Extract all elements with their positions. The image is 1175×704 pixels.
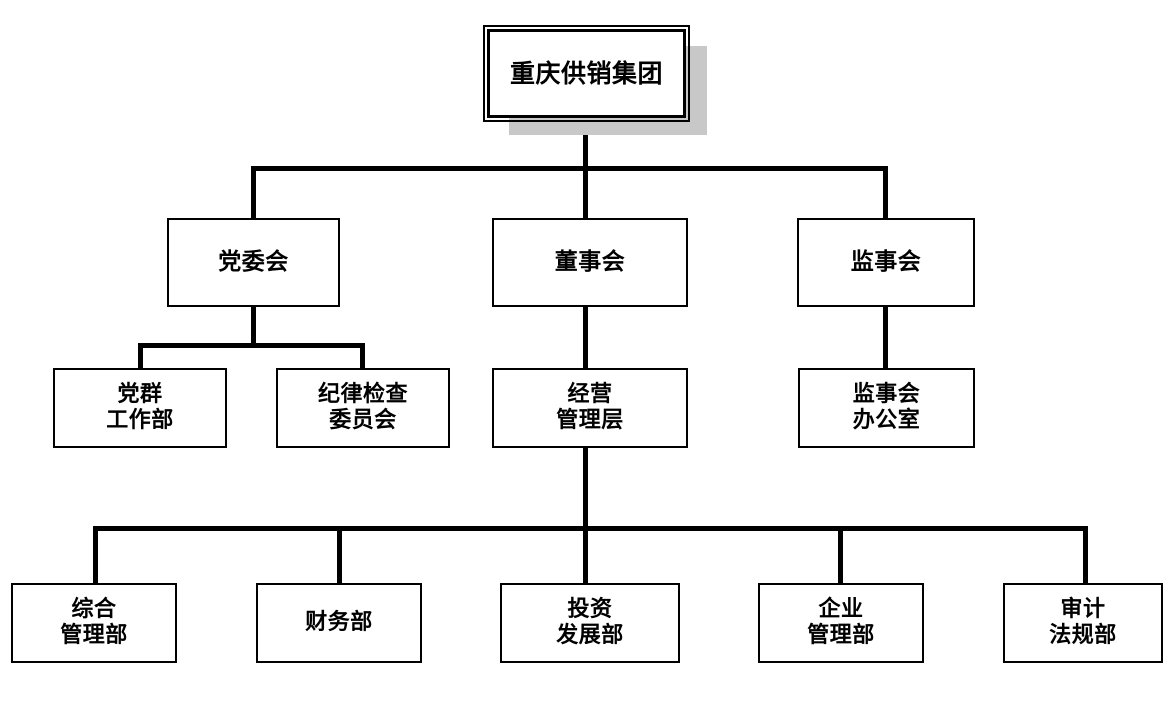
connector-drop-party-committee — [251, 166, 256, 220]
connector-drop-audit-regulations-dept — [1083, 526, 1088, 585]
connector-drop-board-of-directors — [583, 166, 588, 220]
node-discipline-inspection-commission[interactable]: 纪律检查 委员会 — [276, 368, 450, 448]
connector-drop-party-mass-work-dept — [138, 343, 143, 371]
connector-drop-investment-development-dept — [583, 526, 588, 585]
node-investment-development-dept[interactable]: 投资 发展部 — [500, 583, 680, 663]
connector-level2-party-bus — [138, 343, 365, 348]
node-board-of-supervisors[interactable]: 监事会 — [797, 218, 975, 307]
connector-drop-general-management-dept — [93, 526, 98, 585]
connector-drop-enterprise-management-dept — [838, 526, 843, 585]
node-general-management-dept-label: 综合 管理部 — [60, 597, 128, 648]
node-investment-development-dept-label: 投资 发展部 — [556, 597, 624, 648]
node-general-management-dept[interactable]: 综合 管理部 — [11, 583, 177, 663]
connector-level1-bus — [251, 166, 888, 171]
node-audit-regulations-dept-label: 审计 法规部 — [1049, 597, 1117, 648]
connector-supervisors-to-office — [883, 305, 888, 371]
node-management-layer[interactable]: 经营 管理层 — [492, 368, 688, 448]
node-board-of-directors[interactable]: 董事会 — [492, 218, 688, 307]
node-enterprise-management-dept[interactable]: 企业 管理部 — [758, 583, 924, 663]
node-party-mass-work-dept-label: 党群 工作部 — [106, 382, 174, 433]
node-management-layer-label: 经营 管理层 — [556, 382, 624, 433]
node-board-of-directors-label: 董事会 — [554, 248, 626, 275]
connector-drop-discipline-inspection-commission — [360, 343, 365, 371]
node-party-committee-label: 党委会 — [218, 248, 289, 275]
node-finance-dept-label: 财务部 — [305, 610, 373, 636]
connector-level3-bus — [93, 526, 1087, 531]
connector-party-committee-stem — [251, 305, 256, 347]
node-board-of-supervisors-label: 监事会 — [850, 248, 922, 275]
node-supervisors-office[interactable]: 监事会 办公室 — [798, 368, 975, 448]
connector-root-stem — [583, 118, 588, 170]
node-supervisors-office-label: 监事会 办公室 — [852, 382, 921, 433]
node-finance-dept[interactable]: 财务部 — [256, 583, 422, 663]
connector-management-stem — [583, 446, 588, 530]
node-audit-regulations-dept[interactable]: 审计 法规部 — [1003, 583, 1163, 663]
connector-directors-to-management — [583, 305, 588, 371]
node-root[interactable]: 重庆供销集团 — [483, 25, 690, 122]
node-party-mass-work-dept[interactable]: 党群 工作部 — [53, 368, 227, 448]
node-root-label: 重庆供销集团 — [509, 58, 663, 88]
connector-drop-board-of-supervisors — [883, 166, 888, 220]
connector-drop-finance-dept — [337, 526, 342, 585]
node-enterprise-management-dept-label: 企业 管理部 — [807, 597, 875, 648]
node-party-committee[interactable]: 党委会 — [167, 218, 340, 307]
node-discipline-inspection-commission-label: 纪律检查 委员会 — [317, 382, 408, 433]
